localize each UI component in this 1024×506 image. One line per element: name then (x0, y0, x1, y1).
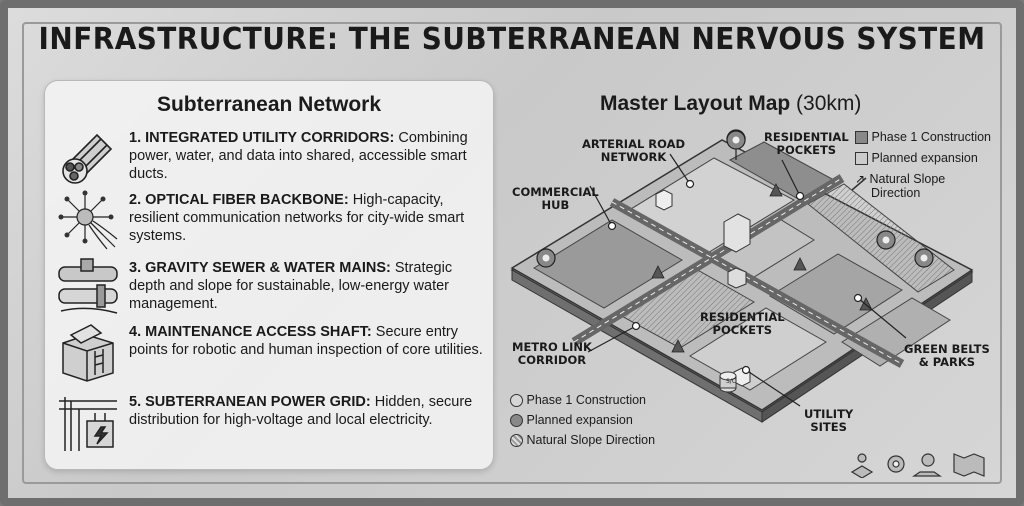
panel-heading: Subterranean Network (156, 93, 382, 116)
utility-tank-icon (719, 371, 737, 393)
item-title: 2. OPTICAL FIBER BACKBONE: (129, 192, 349, 208)
list-item-text: 1. INTEGRATED UTILITY CORRIDORS: Combini… (129, 129, 485, 183)
list-item-utility-corridors: 1. INTEGRATED UTILITY CORRIDORS: Combini… (45, 127, 493, 191)
list-item-sewer-water: 3. GRAVITY SEWER & WATER MAINS: Strategi… (45, 257, 493, 321)
inner-border (22, 22, 1002, 484)
list-item-optical-fiber: 2. OPTICAL FIBER BACKBONE: High-capacity… (45, 189, 493, 253)
page-title: INFRASTRUCTURE: THE SUBTERRANEAN NERVOUS… (38, 22, 986, 57)
legend-item: Direction (871, 186, 921, 200)
building-tower (723, 213, 751, 253)
list-item-text: 2. OPTICAL FIBER BACKBONE: High-capacity… (129, 191, 485, 245)
legend-item: Planned expansion (526, 413, 633, 427)
list-item-text: 4. MAINTENANCE ACCESS SHAFT: Secure entr… (129, 323, 485, 359)
isometric-city-map: S/C (510, 129, 974, 423)
list-item-power-grid: 5. SUBTERRANEAN POWER GRID: Hidden, secu… (45, 391, 493, 455)
network-map-icon (850, 453, 874, 478)
legend-item: Natural Slope (869, 172, 946, 186)
footer-icons (850, 453, 985, 478)
list-item-access-shaft: 4. MAINTENANCE ACCESS SHAFT: Secure entr… (45, 321, 493, 385)
list-item-text: 3. GRAVITY SEWER & WATER MAINS: Strategi… (129, 259, 485, 313)
slope-arrow-icon: ↗ (855, 172, 866, 186)
power-grid-icon (59, 397, 117, 451)
item-title: 5. SUBTERRANEAN POWER GRID: (129, 394, 371, 410)
utility-corridor-icon (62, 133, 113, 184)
item-desc: Combining power, water, and data into sh… (129, 130, 468, 182)
item-desc: Strategic depth and slope for sustainabl… (129, 260, 453, 312)
folded-map-icon (953, 453, 985, 477)
map-title-scale: (30km) (790, 92, 862, 115)
subterranean-network-panel: Subterranean Network 1. INTEGRATED UTILI… (44, 80, 494, 470)
phase1-circle (510, 394, 523, 408)
utility-tag: S/C (726, 378, 736, 385)
phase1-swatch (855, 131, 868, 145)
legend-item: Natural Slope Direction (526, 433, 656, 447)
slope-circle (510, 434, 523, 448)
block-commercial (533, 219, 683, 309)
sewer-pipes-icon (58, 258, 118, 314)
planned-circle (510, 414, 523, 428)
planned-swatch (855, 152, 868, 166)
label-green-belts: GREEN BELTS& PARKS (904, 342, 990, 369)
legend-item: Phase 1 Construction (871, 130, 991, 144)
map-title-main: Master Layout Map (600, 92, 791, 115)
item-desc: Secure entry points for robotic and huma… (129, 324, 483, 358)
gear-icon (887, 455, 905, 473)
map-pin-icon (912, 453, 942, 477)
tree-icon (769, 183, 783, 197)
item-title: 1. INTEGRATED UTILITY CORRIDORS: (129, 130, 395, 146)
legend-item: Planned expansion (871, 151, 978, 165)
legend-item: Phase 1 Construction (526, 393, 646, 407)
item-desc: Hidden, secure distribution for high-vol… (129, 394, 473, 428)
list-item-text: 5. SUBTERRANEAN POWER GRID: Hidden, secu… (129, 393, 485, 429)
item-desc: High-capacity, resilient communication n… (129, 192, 465, 244)
map-title: Master Layout Map (30km) (600, 92, 861, 116)
access-shaft-icon (62, 324, 114, 382)
item-title: 3. GRAVITY SEWER & WATER MAINS: (129, 260, 391, 276)
optical-fiber-icon (58, 190, 118, 250)
item-title: 4. MAINTENANCE ACCESS SHAFT: (129, 324, 372, 340)
